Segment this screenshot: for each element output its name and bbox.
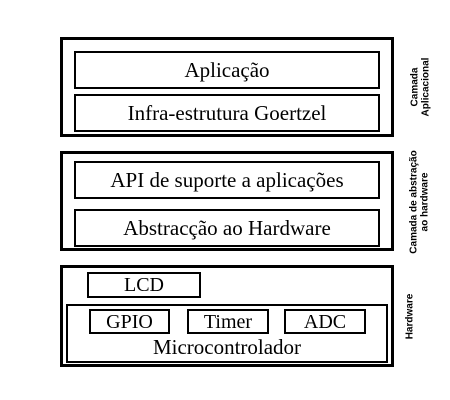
api-label: API de suporte a aplicações — [110, 167, 344, 192]
hardware-side-label-text: Hardware — [404, 293, 416, 339]
hardware-abstraction-box: Abstracção ao Hardware — [74, 209, 380, 247]
timer-box: Timer — [187, 309, 269, 334]
abstraction-side-label-line1: Camada de abstração — [409, 150, 421, 254]
microcontroller-label: Microcontrolador — [152, 335, 302, 359]
application-side-label: Camada Aplicacional — [400, 37, 440, 137]
abstraction-side-label-line2: ao hardware — [420, 172, 432, 232]
hardware-side-label: Hardware — [400, 265, 420, 367]
aplicacao-box: Aplicação — [74, 51, 380, 89]
application-side-label-line1: Camada — [409, 67, 420, 107]
lcd-label: LCD — [124, 274, 164, 296]
lcd-box: LCD — [87, 272, 201, 298]
api-box: API de suporte a aplicações — [74, 161, 380, 199]
goertzel-box: Infra-estrutura Goertzel — [74, 94, 380, 132]
aplicacao-label: Aplicação — [184, 57, 270, 82]
hardware-abstraction-label: Abstracção ao Hardware — [123, 215, 331, 240]
abstraction-side-label: Camada de abstração ao hardware — [400, 147, 440, 257]
adc-box: ADC — [284, 309, 366, 334]
gpio-box: GPIO — [89, 309, 170, 334]
goertzel-label: Infra-estrutura Goertzel — [127, 100, 327, 125]
application-side-label-line2: Aplicacional — [420, 57, 431, 117]
gpio-label: GPIO — [106, 310, 153, 333]
adc-label: ADC — [303, 310, 347, 333]
timer-label: Timer — [203, 310, 253, 333]
